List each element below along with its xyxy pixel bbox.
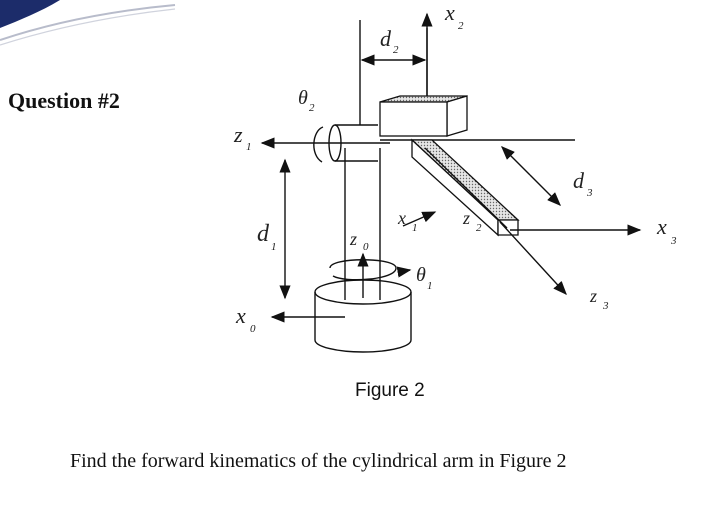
x2-subscript: 2 <box>458 20 464 32</box>
d2-subscript: 2 <box>393 44 399 56</box>
x3-label: x <box>656 214 667 239</box>
slider-block-front <box>379 101 448 137</box>
question-title: Question #2 <box>8 88 120 113</box>
theta1-label: θ <box>416 264 426 286</box>
d3-subscript: 3 <box>586 187 593 199</box>
base-cylinder <box>314 292 412 353</box>
z3-label: z <box>589 286 597 306</box>
x1-subscript: 1 <box>412 222 418 234</box>
z2-subscript: 2 <box>476 222 482 234</box>
x0-label: x <box>235 303 246 328</box>
d1-label: d <box>257 221 270 247</box>
z3-axis <box>499 221 567 296</box>
figure-caption: Figure 2 <box>355 380 425 401</box>
theta2-arc <box>313 126 324 163</box>
instruction-text: Find the forward kinematics of the cylin… <box>70 450 567 472</box>
x2-label: x <box>444 0 455 25</box>
z3-subscript: 3 <box>602 300 609 312</box>
x0-subscript: 0 <box>250 323 256 335</box>
z1-label: z <box>233 122 243 147</box>
slide-decoration <box>0 0 176 46</box>
x1-label: x <box>397 208 406 228</box>
z2-label: z <box>462 208 470 228</box>
d1-subscript: 1 <box>271 241 277 253</box>
slider-block-side <box>446 95 468 137</box>
theta2-subscript: 2 <box>309 102 315 114</box>
prismatic-link-side <box>411 138 499 237</box>
d2-label: d <box>380 26 392 51</box>
d3-dimension <box>501 146 531 176</box>
x3-subscript: 3 <box>670 235 677 247</box>
cylindrical-arm-diagram: x 2 d 2 θ 2 z 1 d 3 d 1 x 1 z 2 x 3 z 0 … <box>233 0 677 353</box>
z2-axis <box>424 147 508 229</box>
x1-axis <box>402 211 437 227</box>
d3-label: d <box>573 168 585 193</box>
theta2-label: θ <box>298 87 308 109</box>
theta1-arc <box>329 259 397 281</box>
z0-label: z <box>349 229 357 249</box>
z0-subscript: 0 <box>363 241 369 253</box>
z1-subscript: 1 <box>246 141 252 153</box>
theta1-subscript: 1 <box>427 280 433 292</box>
